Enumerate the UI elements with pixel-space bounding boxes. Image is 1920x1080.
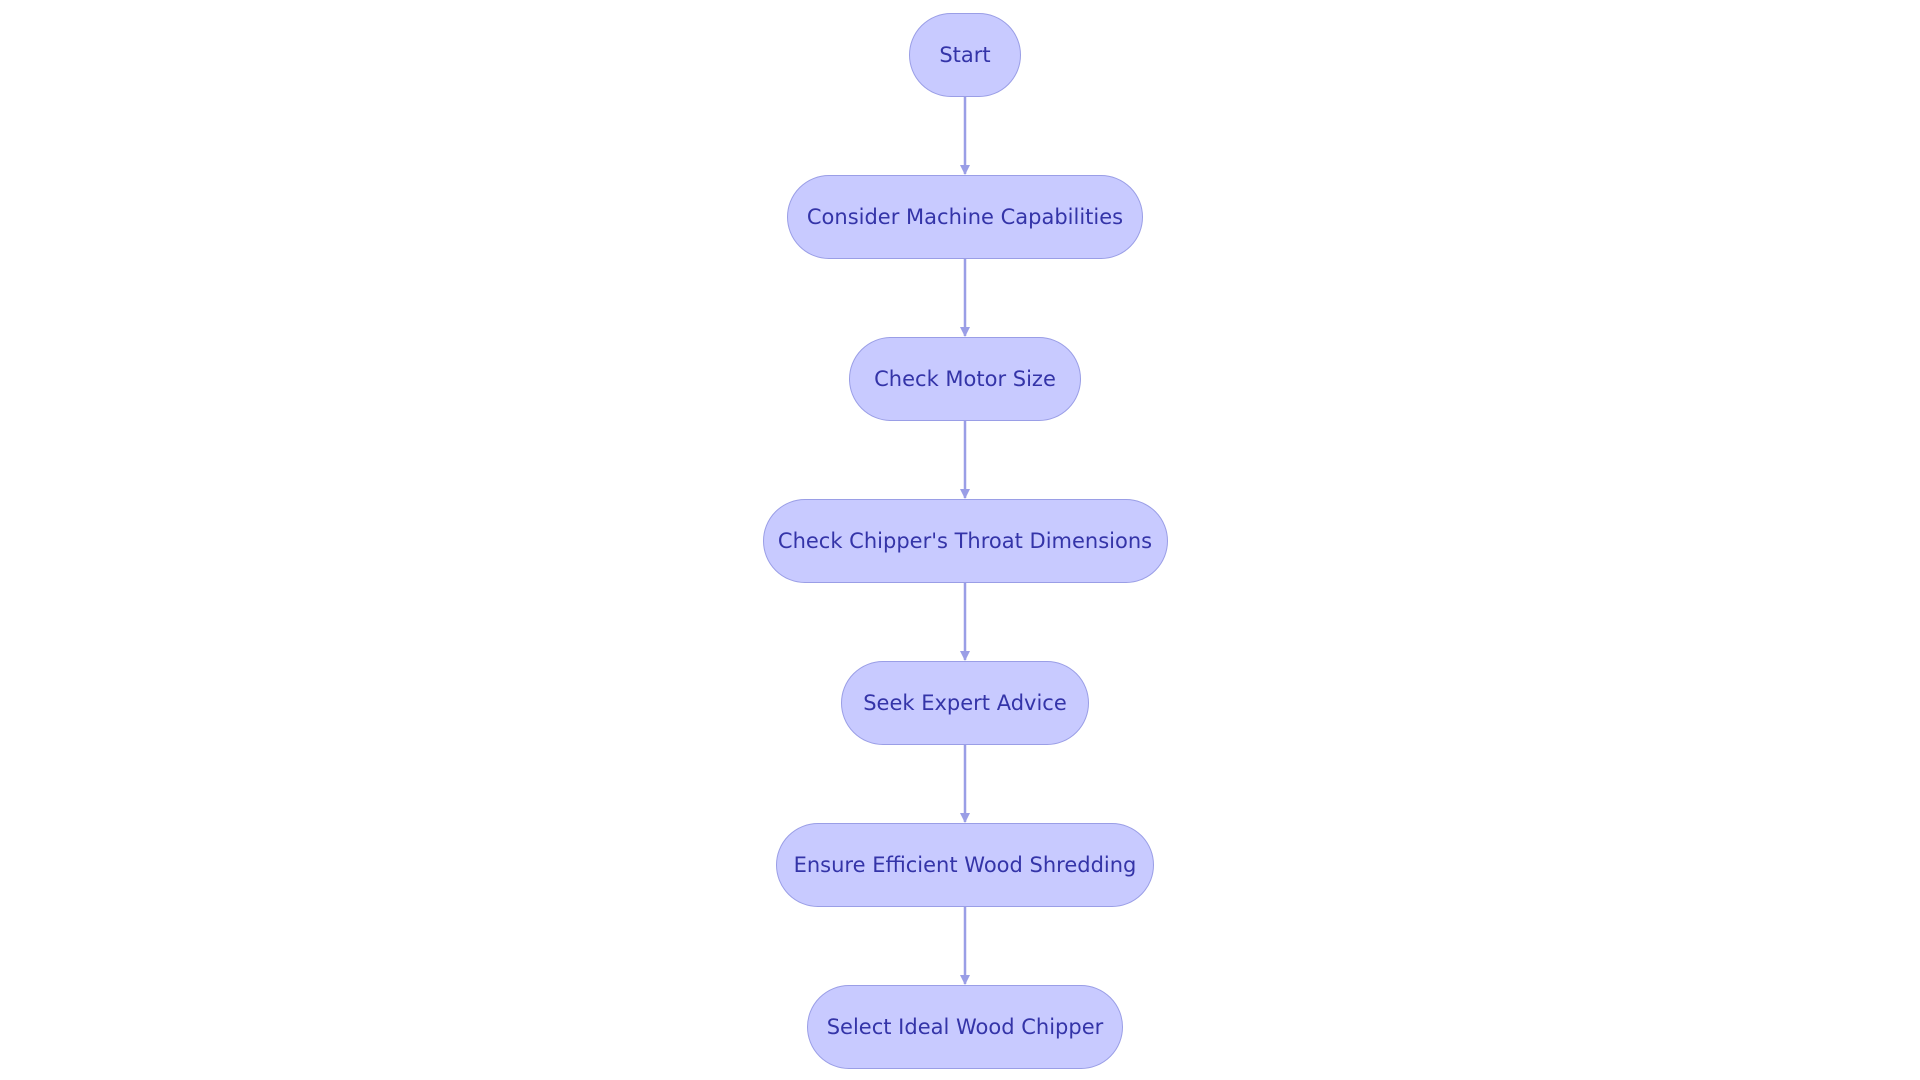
check-throat-dimensions-node: Check Chipper's Throat Dimensions	[762, 499, 1168, 583]
start-node: Start	[909, 13, 1021, 97]
consider-machine-capabilities-node: Consider Machine Capabilities	[787, 175, 1143, 259]
seek-expert-advice-node: Seek Expert Advice	[841, 661, 1089, 745]
ensure-efficient-shredding-node: Ensure Efficient Wood Shredding	[776, 823, 1154, 907]
check-motor-size-node: Check Motor Size	[849, 337, 1081, 421]
select-ideal-chipper-node: Select Ideal Wood Chipper	[807, 985, 1123, 1069]
